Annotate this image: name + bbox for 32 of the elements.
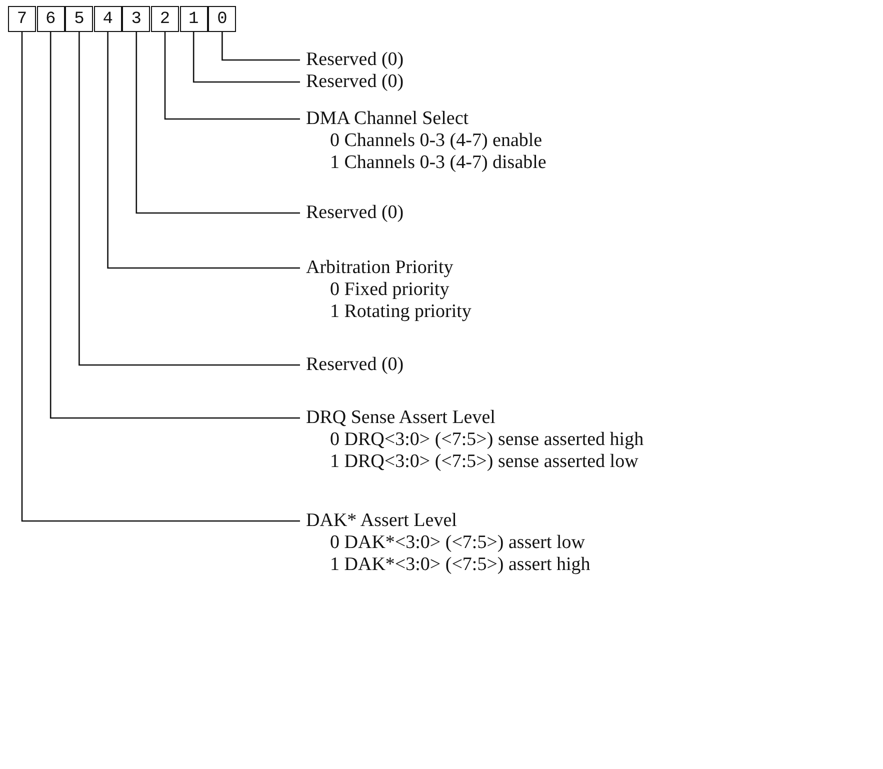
leader-line <box>192 32 300 83</box>
register-bit-cell: 4 <box>94 6 122 32</box>
register-bit-cell: 0 <box>208 6 236 32</box>
value-option: 0 Channels 0-3 (4-7) enable <box>306 130 546 152</box>
leader-line <box>136 32 300 214</box>
register-bit-cell: 5 <box>65 6 94 32</box>
field-name: DAK* Assert Level <box>306 510 458 532</box>
leader-line <box>164 32 300 120</box>
register-bit-cell: 2 <box>151 6 179 32</box>
leader-line <box>21 32 300 522</box>
field-name: Reserved (0) <box>306 71 404 93</box>
field-name: Reserved (0) <box>306 49 404 71</box>
register-bit-cell: 7 <box>8 6 36 32</box>
value-option: 1 DAK*<3:0> (<7:5>) assert high <box>306 554 590 576</box>
field-name: DMA Channel Select <box>306 108 470 130</box>
register-bit-cell: 6 <box>36 6 65 32</box>
value-option: 0 Fixed priority <box>306 279 472 301</box>
value-option: 1 Rotating priority <box>306 301 472 323</box>
leader-line <box>222 32 300 61</box>
register-bit-cell: 3 <box>122 6 150 32</box>
value-option: 1 Channels 0-3 (4-7) disable <box>306 152 546 174</box>
leader-line <box>78 32 300 366</box>
leader-line <box>107 32 300 269</box>
field-name: Reserved (0) <box>306 354 404 376</box>
value-option: 1 DRQ<3:0> (<7:5>) sense asserted low <box>306 451 644 473</box>
value-option: 0 DRQ<3:0> (<7:5>) sense asserted high <box>306 429 644 451</box>
field-name: DRQ Sense Assert Level <box>306 407 496 429</box>
register-bit-cell: 1 <box>180 6 208 32</box>
field-name: Reserved (0) <box>306 202 404 224</box>
field-name: Arbitration Priority <box>306 257 454 279</box>
leader-line <box>50 32 300 419</box>
value-option: 0 DAK*<3:0> (<7:5>) assert low <box>306 532 590 554</box>
